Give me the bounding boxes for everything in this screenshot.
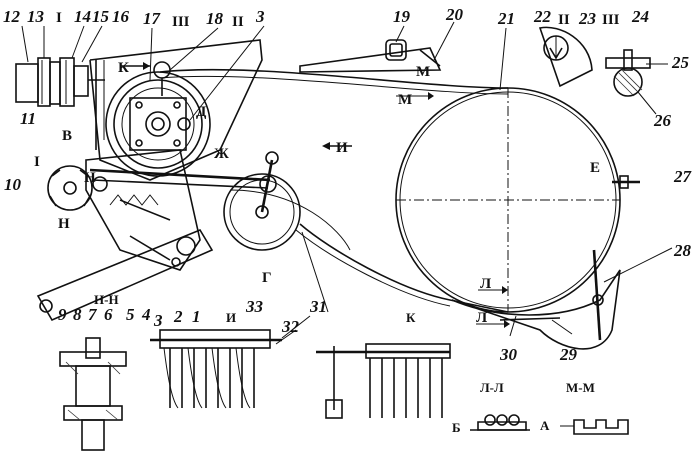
label-m-upper: М bbox=[416, 64, 430, 80]
part-20: 20 bbox=[445, 5, 464, 24]
leader-lines bbox=[21, 21, 673, 345]
part-26: 26 bbox=[653, 111, 672, 130]
section-i-comb bbox=[150, 329, 282, 409]
part-14: 14 bbox=[74, 7, 91, 26]
label-iii-top: III bbox=[172, 14, 190, 30]
label-zh: Ж bbox=[214, 146, 229, 162]
tension-pulley bbox=[223, 151, 301, 251]
part-25: 25 bbox=[671, 53, 690, 72]
belt bbox=[159, 68, 509, 313]
sprocket-left bbox=[47, 165, 93, 211]
part-7: 7 bbox=[88, 305, 98, 324]
part-6: 6 bbox=[104, 305, 113, 324]
part-9: 9 bbox=[58, 305, 67, 324]
section-title-mm: М-М bbox=[566, 380, 595, 395]
tension-linkage bbox=[36, 149, 277, 322]
cover-plate-top bbox=[299, 39, 442, 73]
part-32: 32 bbox=[281, 317, 300, 336]
part-33: 33 bbox=[245, 297, 264, 316]
part-11: 11 bbox=[20, 109, 36, 128]
part-19: 19 bbox=[393, 7, 411, 26]
part-16: 16 bbox=[112, 7, 130, 26]
label-v: В bbox=[62, 128, 72, 144]
part-3-bottom: 3 bbox=[153, 311, 163, 330]
part-2: 2 bbox=[173, 307, 183, 326]
section-titles: Н-Н И К Л-Л М-М Б А bbox=[94, 292, 595, 435]
part-13: 13 bbox=[27, 7, 45, 26]
label-l-upper: Л bbox=[480, 276, 491, 292]
part-17: 17 bbox=[143, 9, 162, 28]
section-ll bbox=[470, 414, 530, 431]
part-21: 21 bbox=[497, 9, 515, 28]
section-title-k: К bbox=[406, 310, 416, 325]
part-28: 28 bbox=[673, 241, 692, 260]
label-iii-right: III bbox=[602, 12, 620, 28]
part-8: 8 bbox=[73, 305, 82, 324]
frame-plate bbox=[89, 39, 263, 181]
dimension-a: А bbox=[540, 418, 550, 433]
section-title-ll: Л-Л bbox=[480, 380, 504, 395]
bracket-28-29 bbox=[451, 249, 621, 350]
part-10: 10 bbox=[4, 175, 22, 194]
large-drum bbox=[395, 87, 621, 313]
part-23: 23 bbox=[578, 9, 597, 28]
part-12: 12 bbox=[3, 7, 21, 26]
part-number-labels: 12 13 14 15 16 17 18 3 19 20 21 22 23 24… bbox=[3, 5, 693, 364]
part-24: 24 bbox=[631, 7, 649, 26]
part-15: 15 bbox=[92, 7, 110, 26]
part-27: 27 bbox=[673, 167, 693, 186]
section-nn-detail bbox=[59, 337, 127, 451]
section-title-nn: Н-Н bbox=[94, 292, 119, 307]
section-title-i: И bbox=[226, 310, 236, 325]
label-e: Е bbox=[590, 160, 600, 176]
part-31: 31 bbox=[309, 297, 327, 316]
label-d: Д bbox=[196, 104, 207, 120]
part-29: 29 bbox=[559, 345, 578, 364]
bolt-27 bbox=[612, 175, 640, 189]
part-1: 1 bbox=[192, 307, 201, 326]
label-n-upper: Н bbox=[84, 170, 96, 186]
section-mm bbox=[560, 419, 629, 435]
drive-pulley bbox=[105, 61, 211, 177]
part-4: 4 bbox=[141, 305, 151, 324]
label-k: К bbox=[118, 60, 129, 76]
part-22: 22 bbox=[533, 7, 552, 26]
label-g: Г bbox=[262, 270, 272, 286]
detail-24-26 bbox=[605, 49, 651, 97]
label-l-lower: Л bbox=[476, 310, 487, 326]
direction-arrows bbox=[120, 62, 510, 328]
label-i-left: I bbox=[34, 154, 40, 170]
label-ii-right: II bbox=[558, 12, 570, 28]
part-3-top: 3 bbox=[255, 7, 265, 26]
part-5: 5 bbox=[126, 305, 135, 324]
section-k-comb bbox=[316, 343, 451, 419]
part-30: 30 bbox=[499, 345, 518, 364]
label-m-lower: М bbox=[398, 92, 412, 108]
dimension-b: Б bbox=[452, 420, 461, 435]
label-n-lower: Н bbox=[58, 216, 70, 232]
label-i-top: I bbox=[56, 10, 62, 26]
mechanism-22-23 bbox=[538, 26, 593, 88]
part-18: 18 bbox=[206, 9, 224, 28]
label-ii-top: II bbox=[232, 14, 244, 30]
label-i-arrow: И bbox=[336, 140, 348, 156]
